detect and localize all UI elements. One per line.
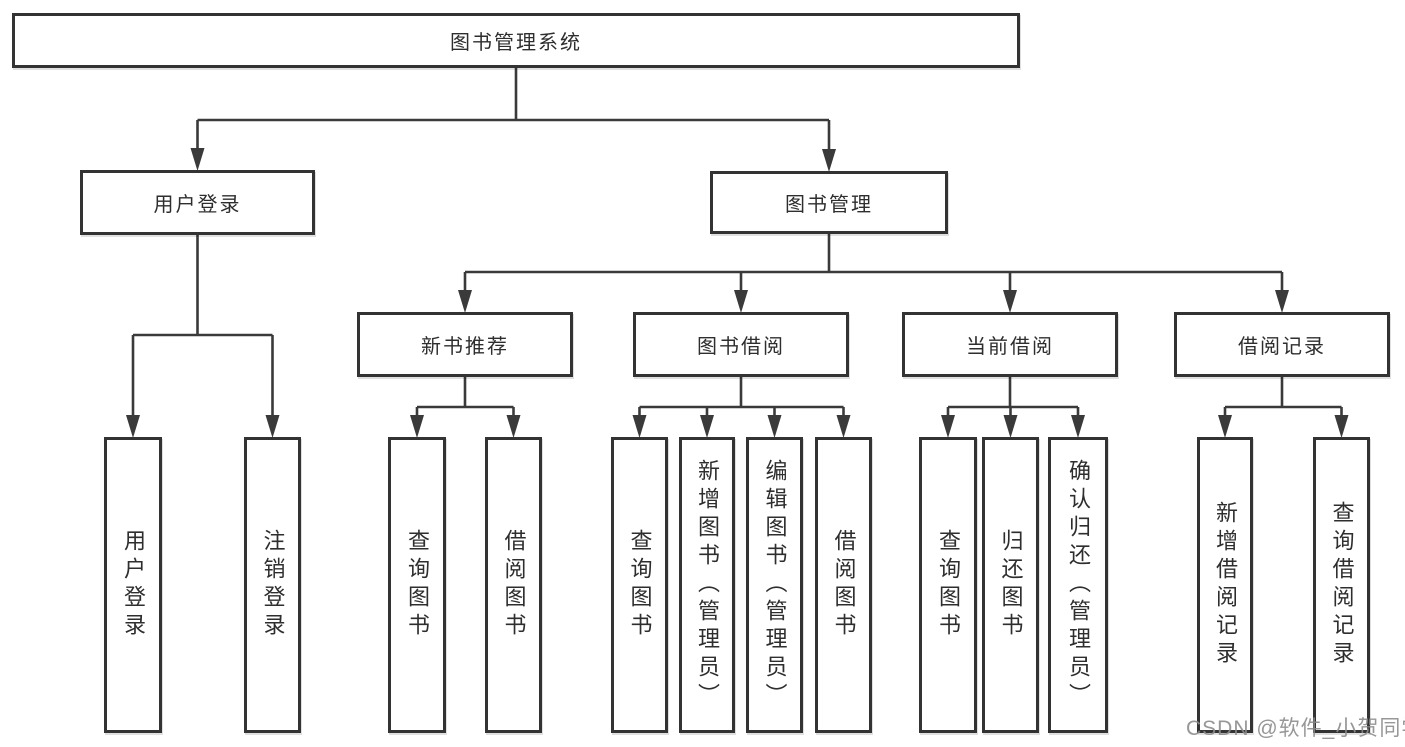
node-recommend-query-books: 查询图书	[388, 437, 446, 733]
node-label: 查询图书	[405, 529, 430, 641]
node-add-borrow-record: 新增借阅记录	[1197, 437, 1253, 733]
node-label: 查询图书	[627, 529, 653, 641]
node-borrowing-query-books: 查询图书	[611, 437, 668, 733]
node-label: 图书管理	[785, 194, 873, 216]
node-borrowing-borrow-books: 借阅图书	[815, 437, 872, 733]
csdn-watermark: CSDN @软件_小贺同学	[1186, 717, 1405, 740]
node-label: 借阅图书	[501, 529, 527, 641]
node-return-books: 归还图书	[982, 437, 1039, 733]
node-label: 用户登录	[153, 194, 242, 216]
node-borrowing-records: 借阅记录	[1174, 312, 1390, 377]
node-label: 图书管理系统	[450, 32, 582, 54]
node-label: 注销登录	[260, 529, 286, 641]
node-label: 归还图书	[998, 529, 1024, 641]
node-recommend-borrow-books: 借阅图书	[485, 437, 542, 733]
node-label: 新增借阅记录	[1213, 501, 1238, 669]
node-user-login-action: 用户登录	[104, 437, 162, 733]
node-library-management-system: 图书管理系统	[12, 13, 1020, 68]
node-query-borrow-record: 查询借阅记录	[1313, 437, 1370, 733]
node-new-book-recommend: 新书推荐	[357, 312, 573, 377]
node-book-borrowing: 图书借阅	[633, 312, 849, 377]
node-label: 图书借阅	[697, 336, 785, 358]
node-label: 编辑图书（管理员）	[762, 459, 788, 711]
node-logout: 注销登录	[244, 437, 301, 733]
node-current-borrowing: 当前借阅	[902, 312, 1118, 377]
node-label: 查询图书	[936, 529, 961, 641]
node-label: 当前借阅	[966, 336, 1054, 358]
node-label: 借阅记录	[1238, 336, 1326, 358]
node-label: 查询借阅记录	[1329, 501, 1355, 669]
node-book-management: 图书管理	[710, 171, 948, 234]
node-label: 新增图书（管理员）	[695, 459, 720, 711]
node-confirm-return-admin: 确认归还（管理员）	[1048, 437, 1108, 733]
node-label: 新书推荐	[421, 336, 509, 358]
node-label: 借阅图书	[831, 529, 857, 641]
node-edit-books-admin: 编辑图书（管理员）	[746, 437, 803, 733]
node-add-books-admin: 新增图书（管理员）	[679, 437, 735, 733]
node-label: 确认归还（管理员）	[1066, 459, 1091, 711]
node-label: 用户登录	[121, 529, 146, 641]
node-user-login: 用户登录	[80, 170, 315, 235]
node-current-query-books: 查询图书	[919, 437, 977, 733]
